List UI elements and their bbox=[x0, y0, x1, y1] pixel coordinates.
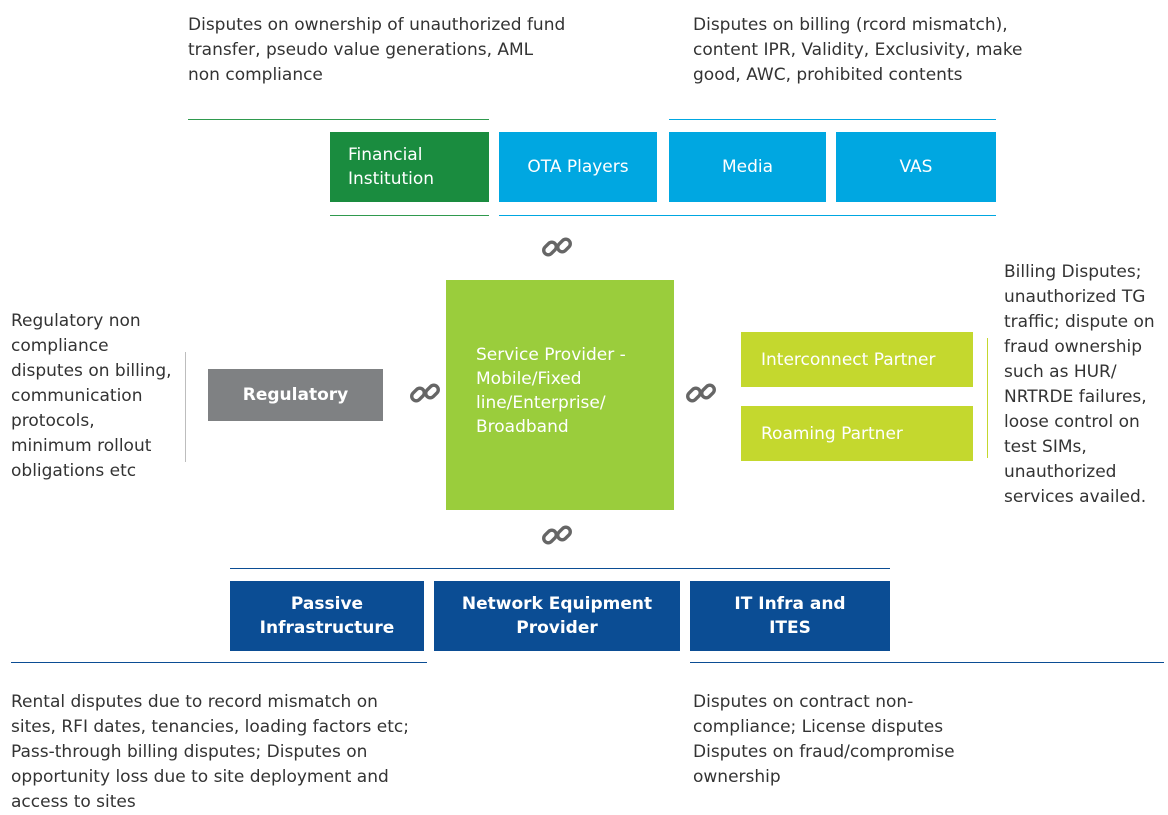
note-partner-disputes: Billing Disputes; unauthorized TG traffi… bbox=[1004, 262, 1155, 507]
note-it-disputes: Disputes on contract non-compliance; Lic… bbox=[693, 692, 955, 787]
note-media-disputes: Disputes on billing (rcord mismatch), co… bbox=[693, 15, 1023, 85]
financial-institution-label: Financial Institution bbox=[348, 145, 435, 189]
it-infra-box: IT Infra and ITES bbox=[690, 581, 890, 651]
interconnect-partner-box: Interconnect Partner bbox=[741, 332, 973, 387]
divider-media-bottom bbox=[499, 215, 996, 216]
network-equipment-provider-label: Network Equipment Provider bbox=[461, 594, 653, 638]
interconnect-partner-label: Interconnect Partner bbox=[761, 349, 936, 370]
service-provider-box: Service Provider - Mobile/Fixed line/Ent… bbox=[446, 280, 674, 510]
divider-financial-top bbox=[188, 119, 489, 120]
divider-media-top bbox=[669, 119, 996, 120]
network-equipment-provider-box: Network Equipment Provider bbox=[434, 581, 680, 651]
divider-infra-left bbox=[11, 662, 427, 663]
regulatory-box: Regulatory bbox=[208, 369, 383, 421]
divider-regulatory bbox=[185, 352, 186, 462]
vas-box: VAS bbox=[836, 132, 996, 202]
roaming-partner-box: Roaming Partner bbox=[741, 406, 973, 461]
chain-link-icon bbox=[410, 383, 440, 403]
chain-link-icon bbox=[542, 237, 572, 257]
ota-players-box: OTA Players bbox=[499, 132, 657, 202]
media-box: Media bbox=[669, 132, 826, 202]
financial-institution-box: Financial Institution bbox=[330, 132, 489, 202]
note-regulatory-disputes: Regulatory non compliance disputes on bi… bbox=[11, 311, 172, 481]
divider-financial-bottom bbox=[330, 215, 489, 216]
vas-label: VAS bbox=[899, 157, 933, 177]
chain-link-icon bbox=[686, 383, 716, 403]
service-provider-label: Service Provider - Mobile/Fixed line/Ent… bbox=[476, 345, 626, 437]
ota-players-label: OTA Players bbox=[527, 157, 629, 177]
passive-infrastructure-box: Passive Infrastructure bbox=[230, 581, 424, 651]
divider-infra-right bbox=[690, 662, 1164, 663]
divider-partners bbox=[987, 338, 988, 458]
roaming-partner-label: Roaming Partner bbox=[761, 423, 903, 444]
note-infrastructure-disputes: Rental disputes due to record mismatch o… bbox=[11, 692, 409, 812]
passive-infrastructure-label: Passive Infrastructure bbox=[259, 594, 395, 638]
divider-infra-top bbox=[230, 568, 890, 569]
note-financial-disputes: Disputes on ownership of unauthorized fu… bbox=[188, 15, 566, 85]
media-label: Media bbox=[721, 157, 774, 177]
regulatory-label: Regulatory bbox=[242, 385, 349, 405]
it-infra-label: IT Infra and ITES bbox=[734, 594, 846, 638]
chain-link-icon bbox=[542, 525, 572, 545]
